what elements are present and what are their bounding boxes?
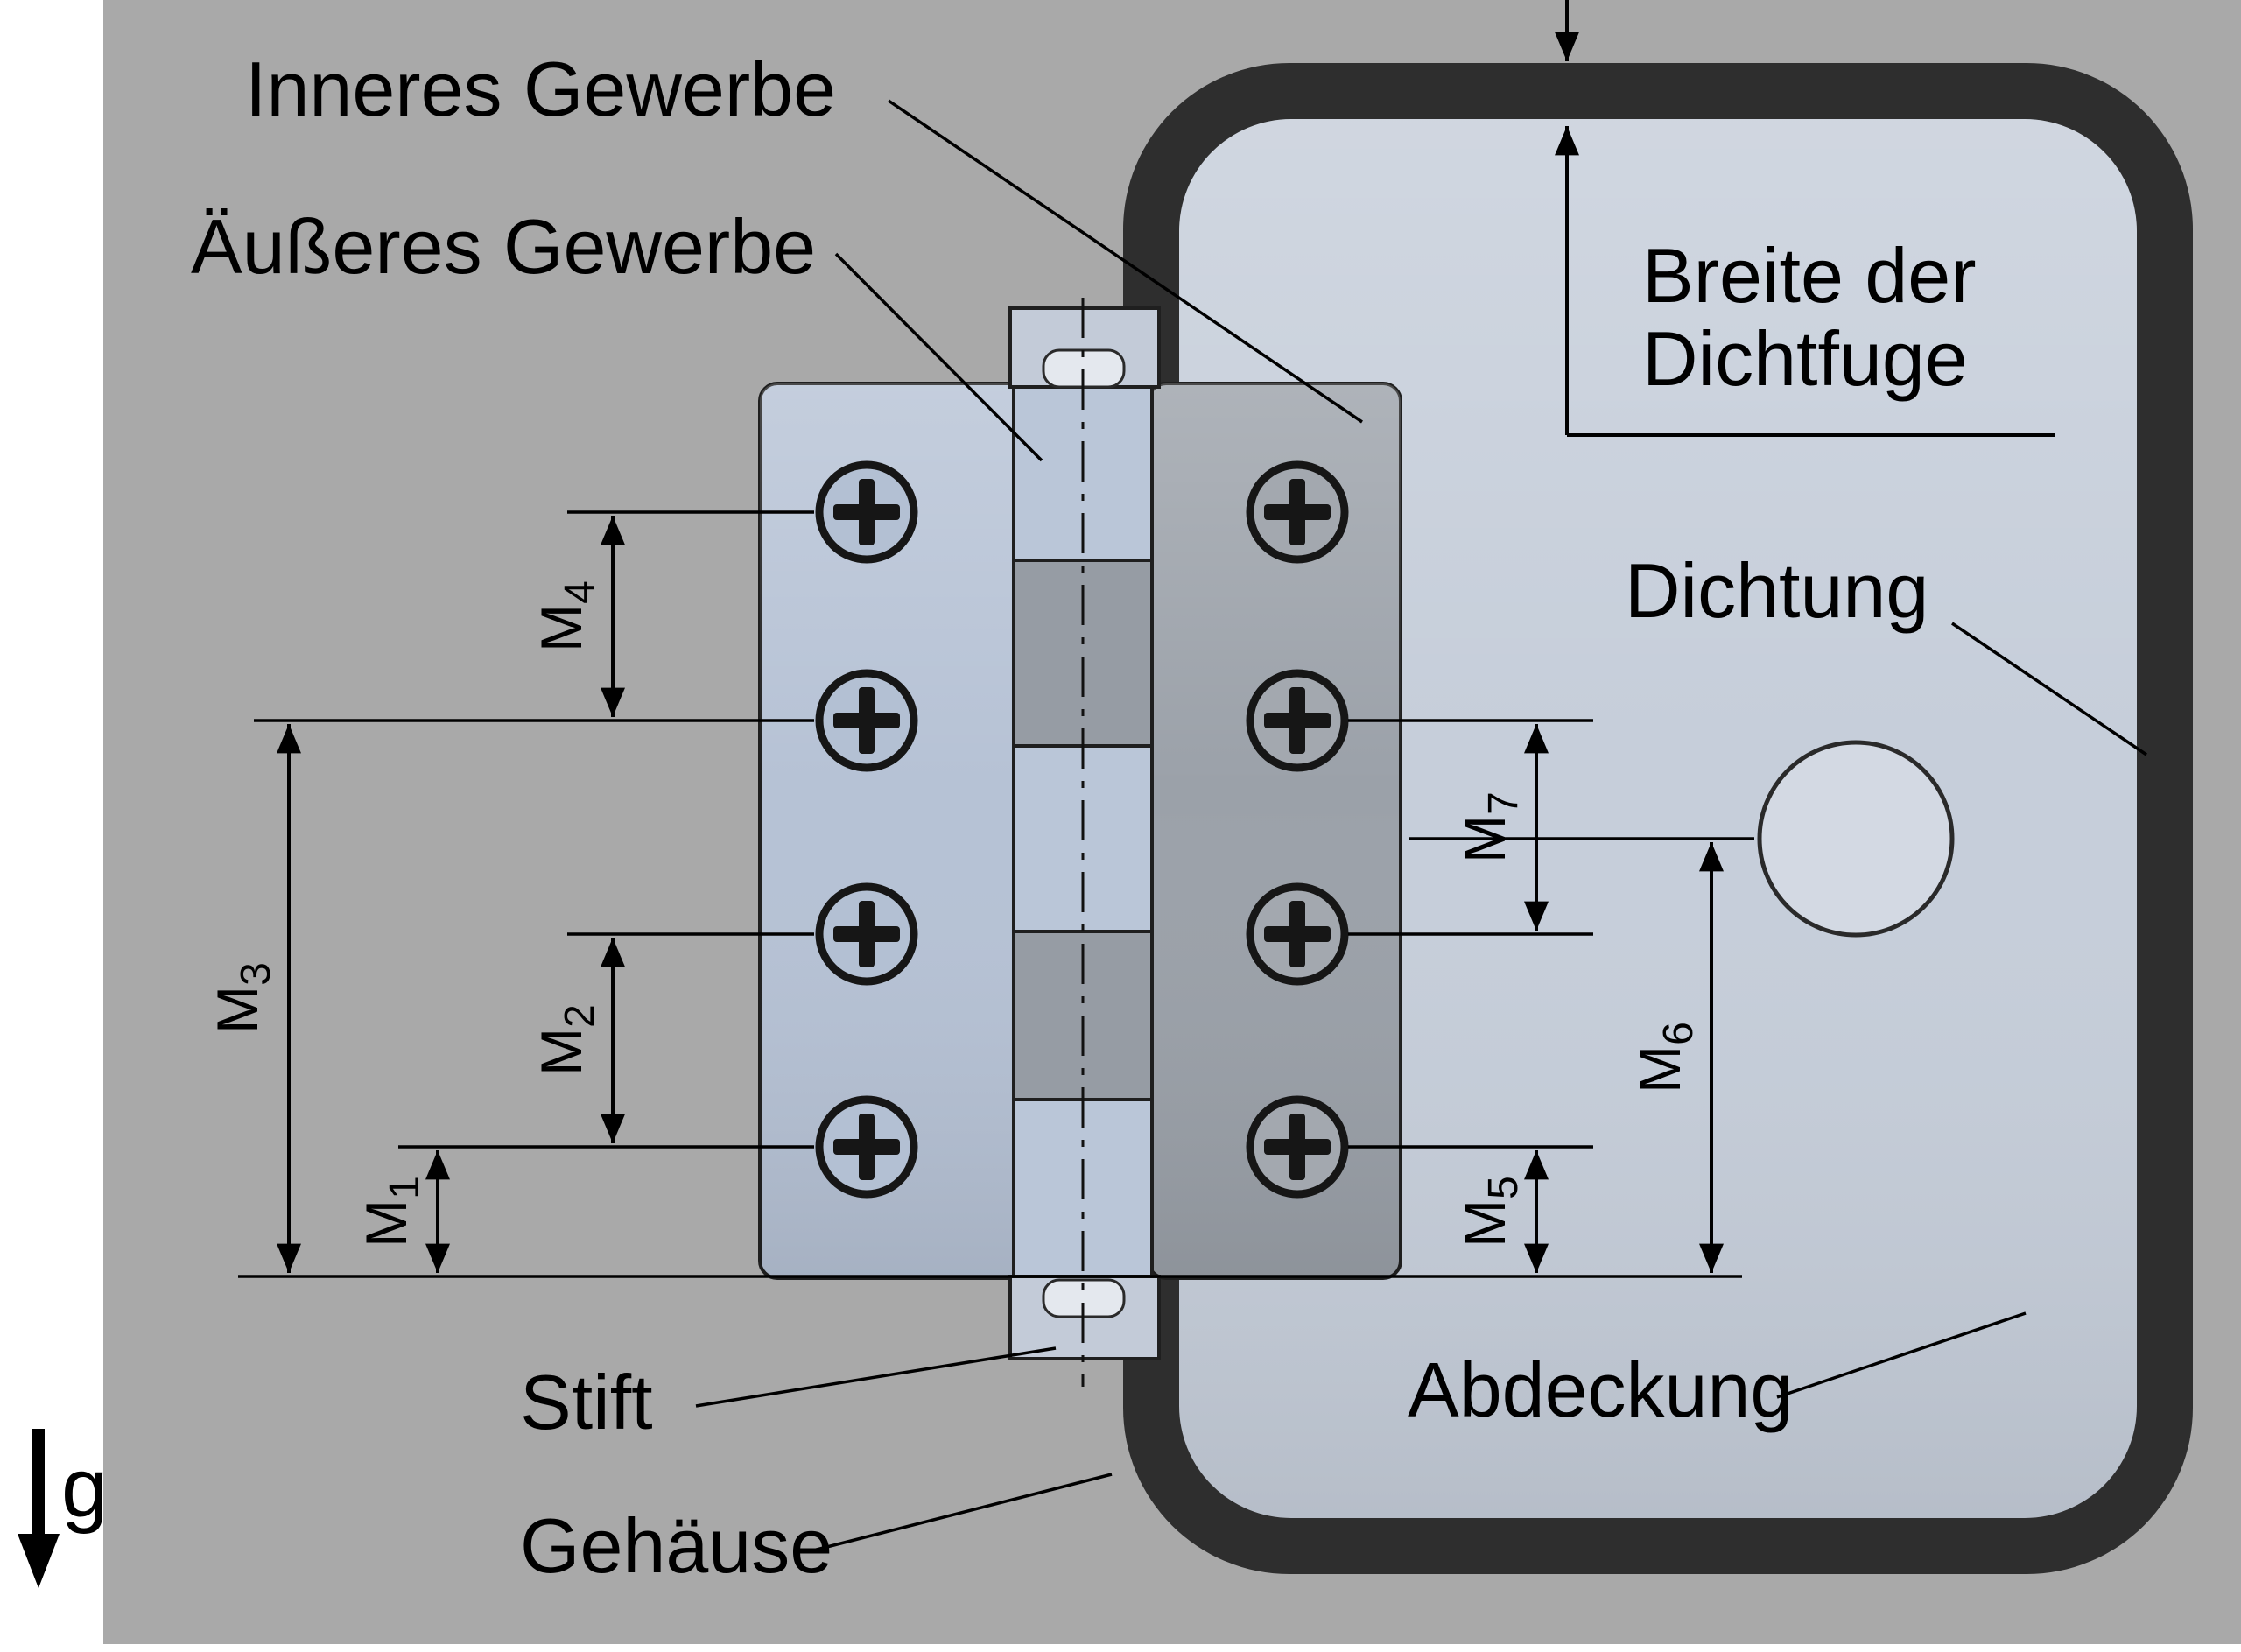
screws: [815, 460, 1349, 1199]
leader-abdeckung: [1776, 1311, 2027, 1399]
label-abdeckung: Abdeckung: [1408, 1346, 1793, 1433]
seal-button: [1757, 740, 1955, 938]
dimension-label-m4: M4: [529, 580, 603, 652]
dimension-label-m3: M3: [205, 962, 279, 1034]
screw-icon: [815, 669, 918, 772]
cover-sheen: [1179, 119, 2137, 1518]
screw-icon: [1246, 882, 1349, 986]
dimension-label-m6: M6: [1627, 1022, 1702, 1093]
screw-icon: [815, 1095, 918, 1199]
screw-icon: [1246, 1095, 1349, 1199]
dimension-label-m1: M1: [354, 1176, 428, 1248]
label-inneres-gewerbe: Inneres Gewerbe: [245, 46, 836, 132]
dimension-label-m5: M5: [1452, 1176, 1527, 1248]
dimension-labels: M4 M2 M1 M3 M7 M5 M6: [205, 580, 1702, 1248]
gravity-indicator: g: [18, 1429, 108, 1588]
dimension-label-m2: M2: [529, 1004, 603, 1076]
gravity-arrow-head-icon: [18, 1534, 60, 1588]
callout-labels: Inneres Gewerbe Äußeres Gewerbe Breite d…: [191, 46, 1977, 1589]
dimension-label-m7: M7: [1452, 791, 1527, 863]
label-aeusseres-gewerbe: Äußeres Gewerbe: [191, 203, 816, 290]
leader-gehaeuse: [809, 1473, 1113, 1553]
label-dichtung: Dichtung: [1625, 547, 1928, 634]
leader-dichtung: [1951, 622, 2147, 756]
label-breite-der: Breite der: [1642, 232, 1977, 319]
screw-icon: [815, 882, 918, 986]
screw-icon: [1246, 460, 1349, 564]
dimension-lines: [277, 0, 2055, 1273]
label-stift: Stift: [520, 1359, 653, 1445]
leader-lines: [695, 99, 2147, 1553]
label-gravity: g: [61, 1441, 108, 1535]
leader-aeusseres-gewerbe: [834, 252, 1043, 462]
leader-inneres-gewerbe: [888, 99, 1363, 424]
leader-stift: [695, 1346, 1057, 1408]
hinge-assembly: [758, 298, 1402, 1387]
label-gehaeuse: Gehäuse: [520, 1502, 832, 1589]
hinge-leaf-inner-sheen: [1149, 383, 1401, 1278]
label-dichtfuge: Dichtfuge: [1642, 315, 1968, 402]
screw-icon: [1246, 669, 1349, 772]
screw-icon: [815, 460, 918, 564]
extension-lines: [238, 510, 1754, 1278]
